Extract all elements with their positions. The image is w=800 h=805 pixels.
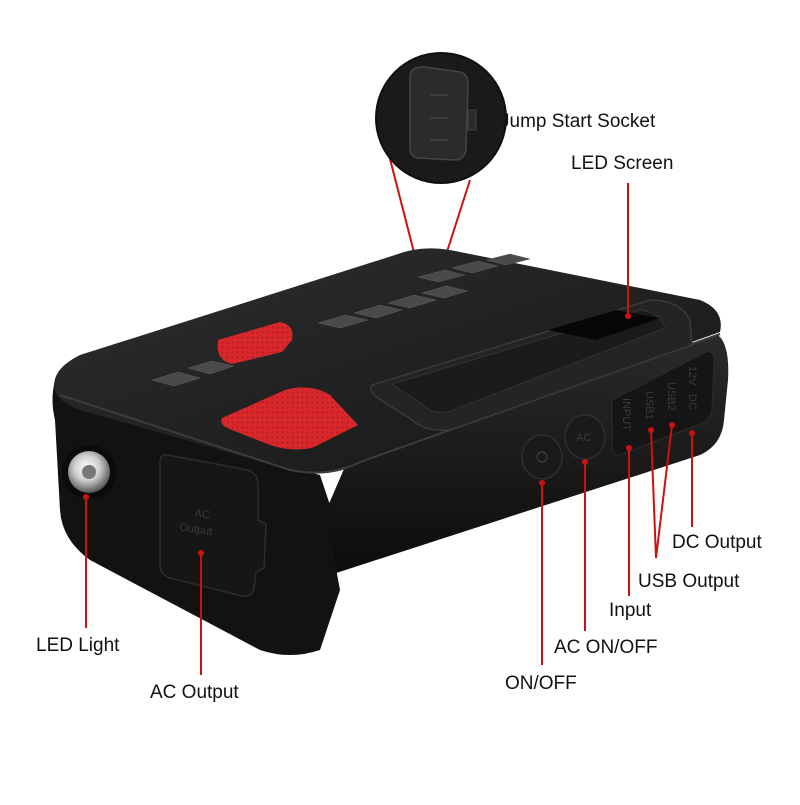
label-on-off: ON/OFF (505, 673, 577, 694)
zoom-cone-left (388, 154, 419, 269)
label-led-light: LED Light (36, 635, 120, 656)
label-led-screen: LED Screen (571, 153, 674, 174)
vent-slots (151, 253, 531, 387)
ac-output-cover (159, 453, 267, 598)
label-ac-on-off: AC ON/OFF (554, 637, 658, 658)
label-jump-start-socket: Jump Start Socket (500, 111, 656, 132)
port-cover (611, 351, 715, 456)
zoom-inset (377, 54, 505, 182)
port-label-12v: 12V (686, 366, 698, 386)
led-screen (548, 310, 660, 340)
led-light-emitter (82, 465, 96, 479)
label-dc-output: DC Output (672, 532, 762, 553)
callout-dots (83, 313, 695, 556)
car-battery-icon (430, 94, 448, 141)
red-grip-pad-small (217, 322, 293, 364)
port-label-input: INPUT (620, 398, 632, 431)
port-label-dc: DC (686, 394, 698, 410)
red-grip-pad-large (221, 387, 358, 450)
power-button (521, 434, 563, 480)
ac-cover-print-line2: Output (179, 522, 213, 538)
port-label-usb1: USB1 (643, 391, 655, 420)
label-input: Input (609, 600, 652, 621)
callout-usb-output (650, 424, 673, 559)
device-top-rim (59, 333, 721, 474)
ac-button-print: AC (576, 432, 591, 444)
zoom-cone-right (444, 179, 471, 259)
power-icon (536, 451, 548, 463)
label-ac-output: AC Output (150, 682, 239, 703)
callout-lines (85, 183, 693, 675)
jump-start-socket (409, 66, 469, 161)
port-label-usb2: USB2 (665, 382, 677, 411)
label-usb-output: USB Output (638, 571, 740, 592)
device-top-face (54, 248, 721, 473)
ac-cover-print-line1: AC (194, 507, 211, 521)
